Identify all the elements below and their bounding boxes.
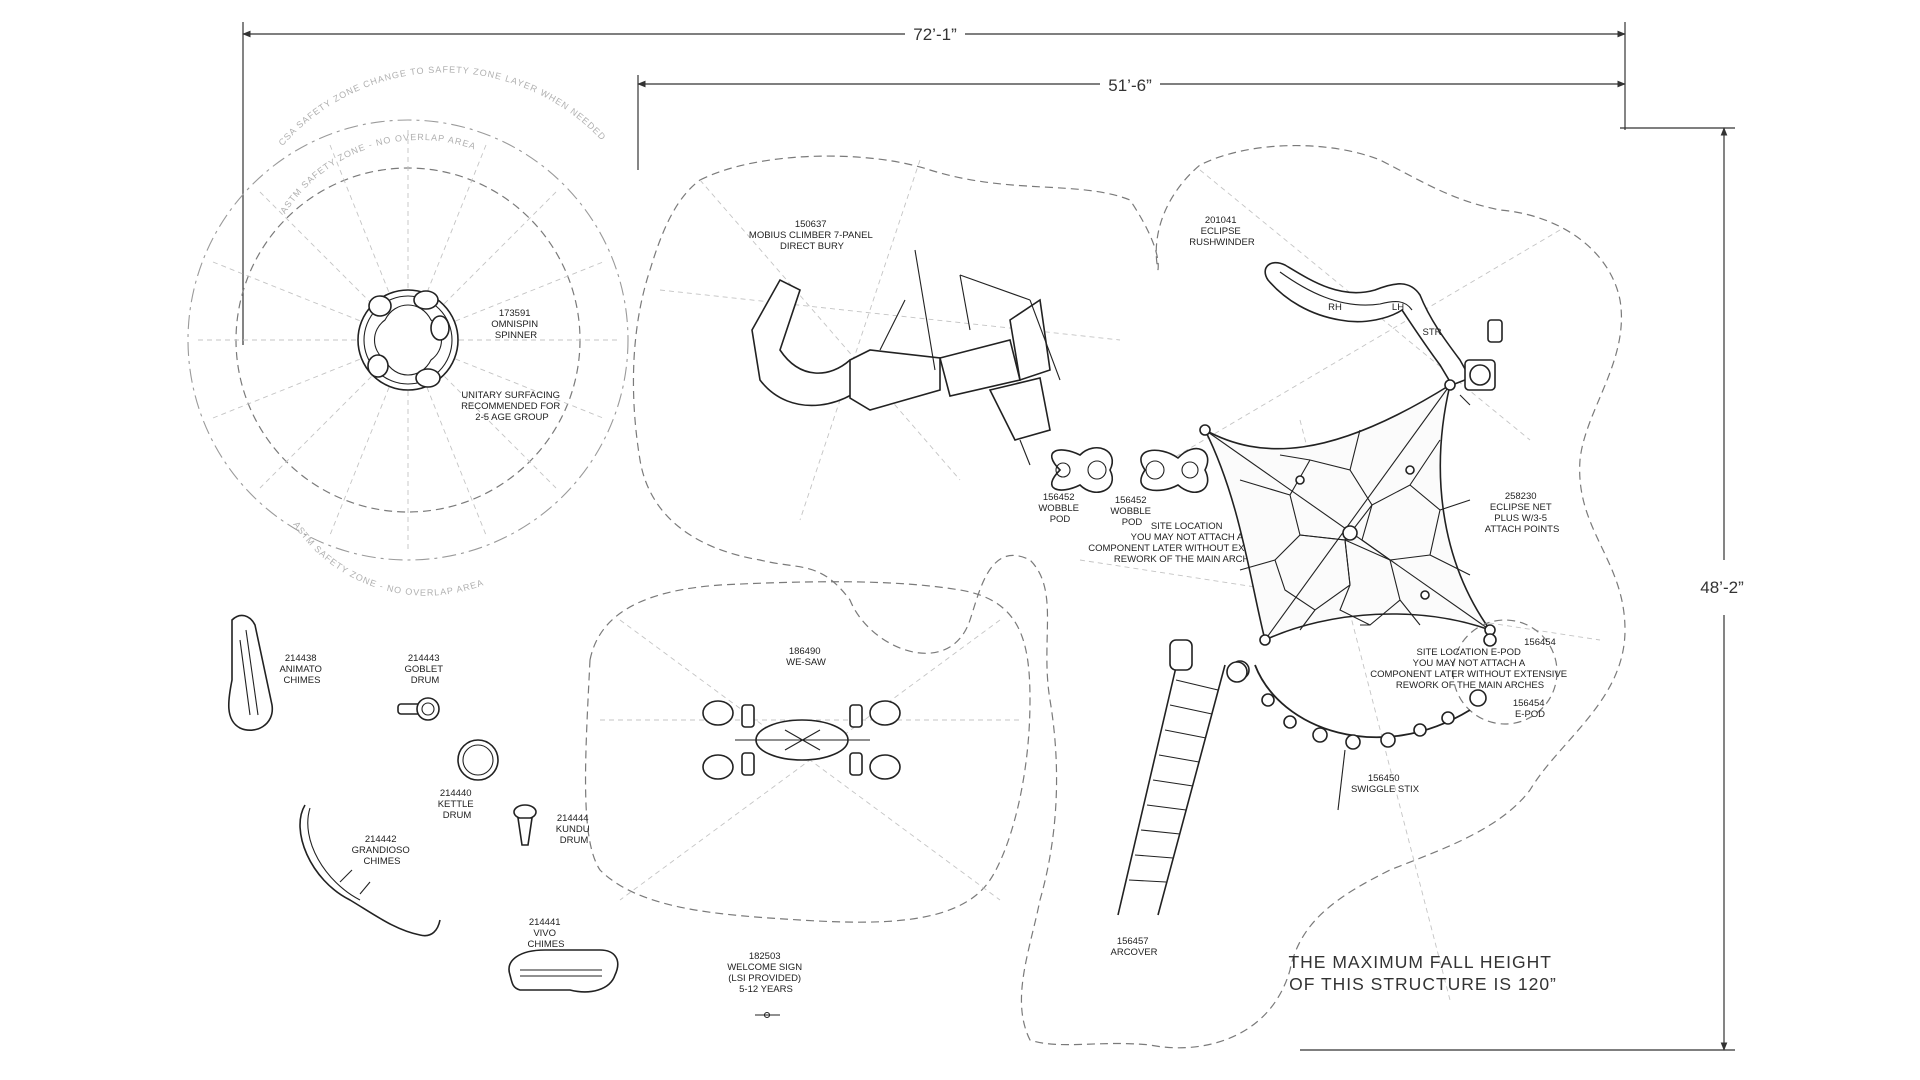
- rushwinder-slide: RH LH STR: [1264, 261, 1503, 406]
- dimension-partial-width: 51’-6”: [637, 75, 1626, 170]
- surfacing-note: UNITARY SURFACING RECOMMENDED FOR 2-5 AG…: [461, 390, 563, 423]
- kundu-drum: [513, 804, 537, 846]
- mobius-label: 150637 MOBIUS CLIMBER 7-PANEL DIRECT BUR…: [749, 219, 875, 252]
- arcover-label: 156457 ARCOVER: [1111, 936, 1158, 958]
- wobble-pod-1: [1051, 446, 1113, 494]
- slide-lh-label: LH: [1392, 302, 1404, 313]
- welcome-sign-label: 182503 WELCOME SIGN (LSI PROVIDED) 5-12 …: [727, 951, 805, 995]
- kundu-label: 214444 KUNDU DRUM: [556, 813, 592, 846]
- arcover-ladder: [1117, 639, 1248, 916]
- slide-rh-label: RH: [1328, 302, 1342, 313]
- animato-chimes: [228, 614, 273, 731]
- eclipse-net: [1199, 379, 1496, 646]
- e-pod: [1452, 619, 1558, 725]
- kettle-drum: [457, 739, 499, 781]
- slide-str-label: STR: [1423, 327, 1442, 338]
- astm-zone-label-bottom: ASTM SAFETY ZONE - NO OVERLAP AREA: [291, 520, 485, 598]
- animato-label: 214438 ANIMATO CHIMES: [279, 653, 324, 686]
- welcome-sign: [755, 1011, 780, 1019]
- grandioso-label: 214442 GRANDIOSO CHIMES: [352, 834, 413, 867]
- we-saw-label: 186490 WE-SAW: [786, 646, 826, 668]
- fall-height-note: THE MAXIMUM FALL HEIGHT OF THIS STRUCTUR…: [1288, 952, 1557, 994]
- wobble-pod-2: [1140, 447, 1209, 494]
- wobble-pod-2-label: 156452 WOBBLE POD: [1110, 495, 1153, 528]
- overall-width-label: 72’-1”: [913, 25, 957, 44]
- wobble-pod-1-label: 156452 WOBBLE POD: [1038, 492, 1081, 525]
- astm-zone-label-top: ASTM SAFETY ZONE - NO OVERLAP AREA: [278, 132, 477, 215]
- overall-height-label: 48’-2”: [1700, 578, 1744, 597]
- we-saw: [702, 700, 901, 780]
- goblet-drum: [397, 697, 440, 721]
- kettle-label: 214440 KETTLE DRUM: [438, 788, 477, 821]
- swiggle-stix-label: 156450 SWIGGLE STIX: [1351, 773, 1420, 795]
- grandioso-chimes: [299, 804, 441, 937]
- site-location-note-2: SITE LOCATION E-POD YOU MAY NOT ATTACH A…: [1370, 647, 1570, 691]
- partial-width-label: 51’-6”: [1108, 76, 1152, 95]
- omnispin-spinner: [357, 289, 459, 391]
- dimension-overall-width: 72’-1”: [242, 22, 1626, 345]
- eclipse-net-label: 258230 ECLIPSE NET PLUS W/3-5 ATTACH POI…: [1485, 491, 1560, 535]
- rushwinder-label: 201041 ECLIPSE RUSHWINDER: [1189, 215, 1255, 248]
- vivo-label: 214441 VIVO CHIMES: [528, 917, 565, 950]
- site-location-note-1: SITE LOCATION YOU MAY NOT ATTACH A COMPO…: [1088, 521, 1288, 565]
- e-pod-label: 156454 E-POD: [1513, 698, 1547, 720]
- omnispin-label: 173591 OMNISPIN SPINNER: [491, 308, 541, 341]
- dimension-overall-height: 48’-2”: [1300, 127, 1744, 1051]
- mobius-climber: [751, 249, 1061, 466]
- e-pod-top-label: 156454: [1524, 637, 1556, 648]
- goblet-label: 214443 GOBLET DRUM: [404, 653, 445, 686]
- vivo-chimes: [508, 949, 619, 993]
